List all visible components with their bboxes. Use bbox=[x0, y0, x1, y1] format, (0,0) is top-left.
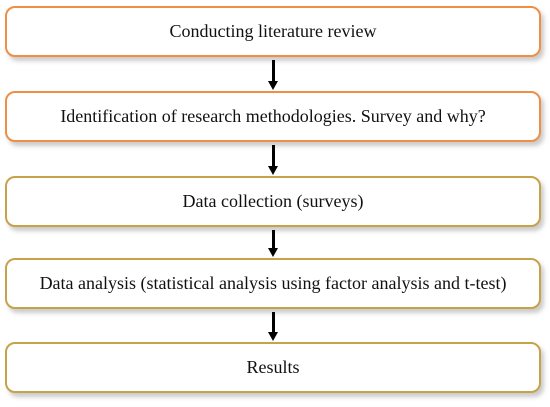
step-data-analysis: Data analysis (statistical analysis usin… bbox=[5, 258, 541, 309]
step-data-collection: Data collection (surveys) bbox=[5, 176, 541, 227]
step-label: Data collection (surveys) bbox=[182, 191, 364, 211]
step-label: Data analysis (statistical analysis usin… bbox=[39, 273, 507, 293]
down-arrow-icon bbox=[268, 230, 280, 257]
step-label: Conducting literature review bbox=[169, 21, 377, 41]
step-identification-of-methodologies: Identification of research methodologies… bbox=[5, 91, 541, 142]
step-results: Results bbox=[5, 342, 541, 393]
down-arrow-icon bbox=[268, 145, 280, 175]
step-conducting-literature-review: Conducting literature review bbox=[5, 6, 541, 57]
step-label: Identification of research methodologies… bbox=[60, 106, 486, 126]
down-arrow-icon bbox=[268, 312, 280, 341]
down-arrow-icon bbox=[268, 60, 280, 90]
step-label: Results bbox=[246, 357, 300, 377]
